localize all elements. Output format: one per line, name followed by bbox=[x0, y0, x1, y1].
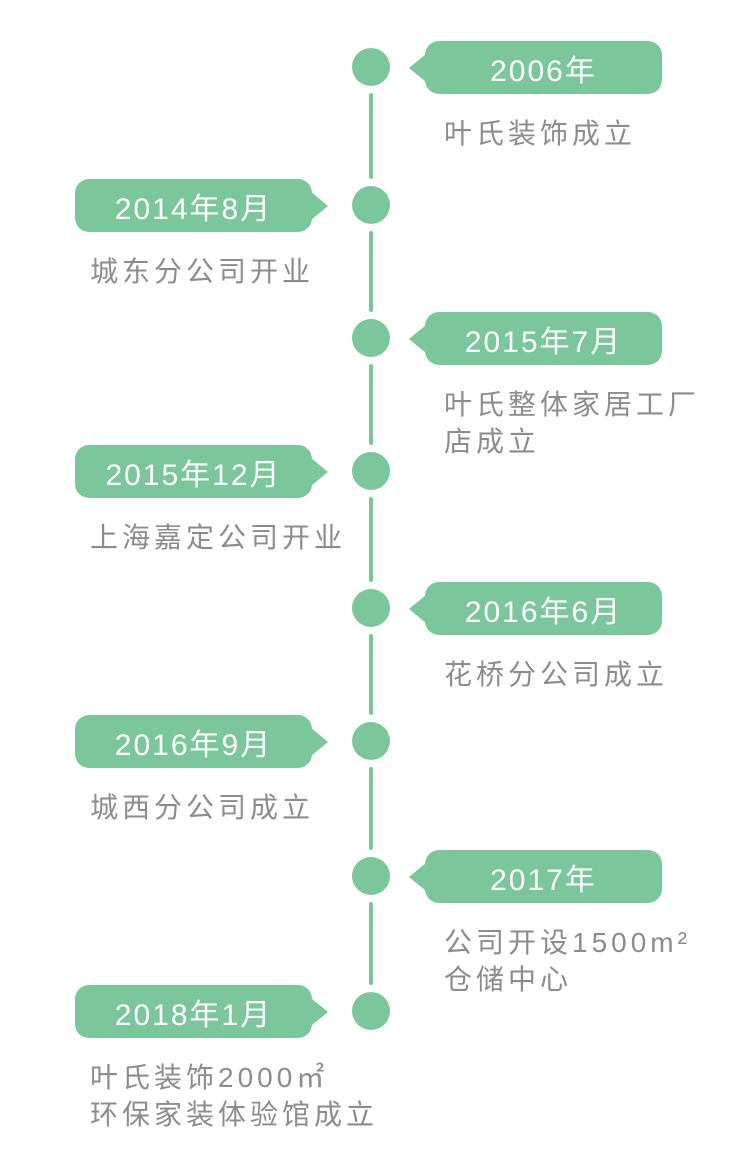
timeline-line-segment bbox=[369, 902, 373, 985]
event-description-line: 城西分公司成立 bbox=[90, 792, 315, 823]
timeline-line-segment bbox=[369, 634, 373, 715]
event-description: 叶氏整体家居工厂店成立 bbox=[444, 386, 700, 460]
event-description: 公司开设1500m² 仓储中心 bbox=[444, 924, 691, 998]
timeline-line-segment bbox=[369, 767, 373, 850]
timeline-line-segment bbox=[369, 93, 373, 179]
event-description-line: 店成立 bbox=[444, 426, 541, 457]
event-description: 上海嘉定公司开业 bbox=[90, 519, 346, 556]
timeline-node bbox=[352, 857, 390, 895]
date-bubble: 2016年6月 bbox=[409, 582, 662, 635]
timeline-node bbox=[352, 186, 390, 224]
event-description-line: 公司开设1500m² bbox=[444, 927, 691, 958]
event-description: 花桥分公司成立 bbox=[444, 656, 668, 693]
date-label: 2016年9月 bbox=[114, 728, 273, 762]
timeline-line-segment bbox=[369, 231, 373, 312]
timeline-node bbox=[352, 452, 390, 490]
timeline-line-segment bbox=[369, 497, 373, 582]
event-description-line: 环保家装体验馆成立 bbox=[90, 1099, 379, 1130]
date-bubble: 2017年 bbox=[409, 850, 662, 903]
event-description-line: 城东分公司开业 bbox=[90, 256, 315, 287]
date-bubble: 2006年 bbox=[409, 41, 662, 94]
event-description-line: 叶氏装饰2000㎡ bbox=[90, 1062, 329, 1093]
bubble-pointer-icon bbox=[311, 727, 328, 756]
date-label: 2017年 bbox=[490, 863, 597, 897]
date-bubble: 2016年9月 bbox=[75, 715, 328, 768]
date-label: 2015年12月 bbox=[105, 458, 282, 492]
date-label: 2006年 bbox=[490, 54, 597, 88]
date-bubble: 2018年1月 bbox=[75, 985, 328, 1038]
timeline-node bbox=[352, 992, 390, 1030]
date-label: 2014年8月 bbox=[114, 192, 273, 226]
event-description-line: 花桥分公司成立 bbox=[444, 659, 669, 690]
event-description-line: 仓储中心 bbox=[444, 964, 573, 995]
timeline-node bbox=[352, 722, 390, 760]
event-description: 城东分公司开业 bbox=[90, 253, 314, 290]
date-bubble: 2014年8月 bbox=[75, 179, 328, 232]
date-label: 2016年6月 bbox=[464, 595, 623, 629]
date-label: 2015年7月 bbox=[464, 325, 623, 359]
date-label: 2018年1月 bbox=[114, 998, 273, 1032]
event-description-line: 叶氏装饰成立 bbox=[444, 118, 637, 149]
bubble-pointer-icon bbox=[409, 862, 426, 891]
date-bubble: 2015年12月 bbox=[75, 445, 328, 498]
timeline-node bbox=[352, 48, 390, 86]
date-bubble: 2015年7月 bbox=[409, 312, 662, 365]
bubble-pointer-icon bbox=[311, 457, 328, 486]
timeline-node bbox=[352, 589, 390, 627]
bubble-pointer-icon bbox=[311, 997, 328, 1026]
bubble-pointer-icon bbox=[409, 594, 426, 623]
timeline-node bbox=[352, 319, 390, 357]
event-description: 叶氏装饰成立 bbox=[444, 115, 636, 152]
event-description-line: 上海嘉定公司开业 bbox=[90, 522, 347, 553]
event-description: 城西分公司成立 bbox=[90, 789, 314, 826]
bubble-pointer-icon bbox=[409, 324, 426, 353]
timeline-line-segment bbox=[369, 364, 373, 445]
bubble-pointer-icon bbox=[409, 53, 426, 82]
bubble-pointer-icon bbox=[311, 191, 328, 220]
event-description-line: 叶氏整体家居工厂 bbox=[444, 389, 701, 420]
